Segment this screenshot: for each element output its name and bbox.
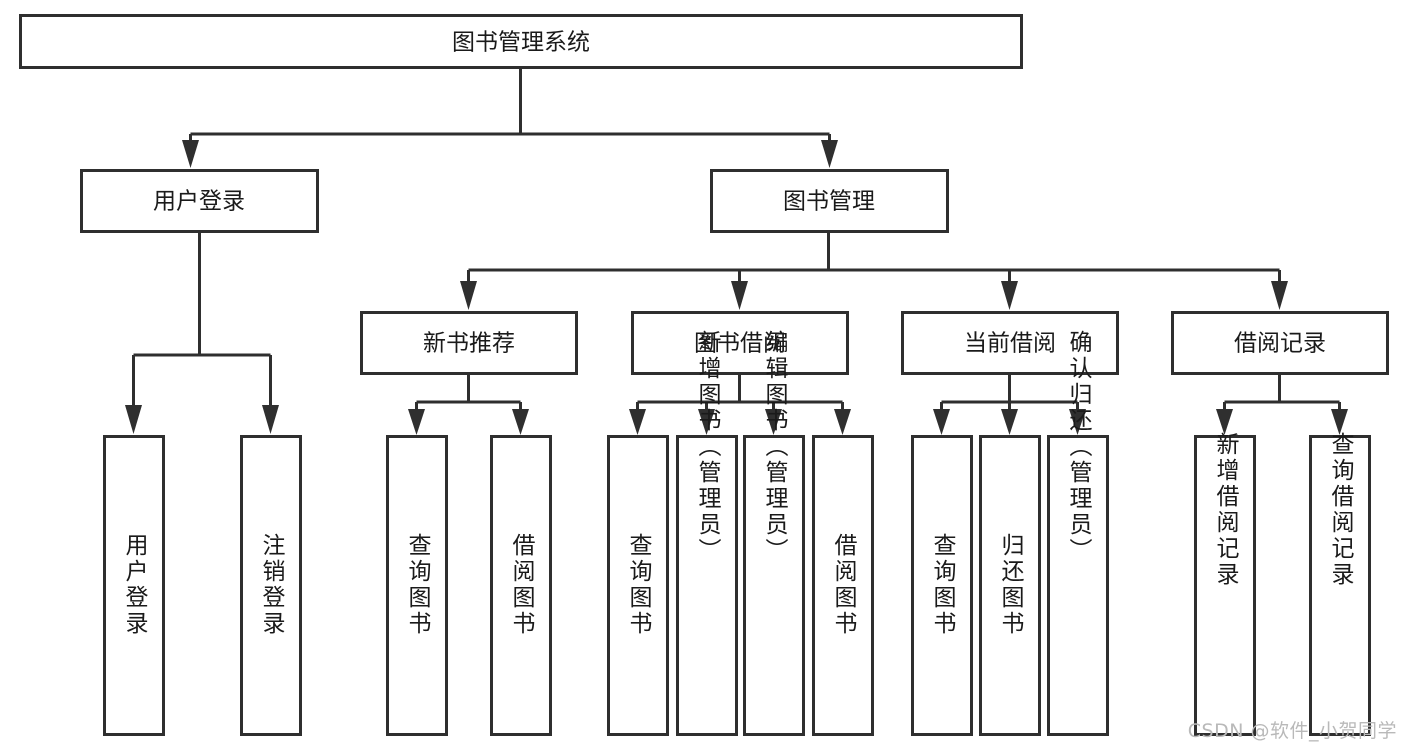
node-leaf-logout-label: 注销登录 (258, 533, 286, 637)
arrowhead-leaf-confirm-return (1069, 409, 1086, 435)
node-leaf-borrow-book-1-label: 借阅图书 (508, 533, 536, 637)
node-leaf-borrow-book-2[interactable]: 借阅图书 (812, 435, 874, 736)
node-borrow-record-box[interactable] (1171, 311, 1389, 375)
arrowhead-leaf-query-book-3 (933, 409, 950, 435)
arrowhead-leaf-query-book-1 (408, 409, 425, 435)
arrowhead-leaf-add-book (698, 409, 715, 435)
node-leaf-add-book-box[interactable] (676, 435, 738, 736)
node-leaf-query-book-2-label: 查询图书 (625, 533, 653, 637)
node-user-login-box[interactable] (80, 169, 319, 233)
node-borrow-record[interactable]: 借阅记录 (1171, 311, 1389, 375)
node-leaf-query-book-2[interactable]: 查询图书 (607, 435, 669, 736)
node-leaf-query-book-3[interactable]: 查询图书 (911, 435, 973, 736)
node-leaf-add-book[interactable]: 新增图书（管理员） (676, 330, 738, 736)
node-leaf-query-book-1[interactable]: 查询图书 (386, 435, 448, 736)
node-leaf-edit-book-box[interactable] (743, 435, 805, 736)
node-leaf-add-book-label: 新增图书（管理员） (694, 330, 722, 564)
node-current-borrow-label: 当前借阅 (964, 331, 1056, 357)
node-book-borrow-label: 图书借阅 (694, 331, 786, 357)
node-leaf-return-book-box[interactable] (979, 435, 1041, 736)
node-leaf-user-login[interactable]: 用户登录 (103, 435, 165, 736)
node-leaf-query-book-3-box[interactable] (911, 435, 973, 736)
node-leaf-query-record[interactable]: 查询借阅记录 (1309, 432, 1371, 736)
node-leaf-query-book-3-label: 查询图书 (929, 533, 957, 637)
node-new-book-recommend-box[interactable] (360, 311, 578, 375)
node-leaf-borrow-book-1[interactable]: 借阅图书 (490, 435, 552, 736)
node-leaf-return-book[interactable]: 归还图书 (979, 435, 1041, 736)
connector-layer (132, 68, 1341, 409)
node-borrow-record-label: 借阅记录 (1234, 331, 1326, 357)
node-user-login[interactable]: 用户登录 (80, 169, 319, 233)
arrowhead-leaf-borrow-book-2 (834, 409, 851, 435)
node-leaf-add-record-label: 新增借阅记录 (1212, 432, 1240, 588)
node-root[interactable]: 图书管理系统 (19, 14, 1023, 69)
node-leaf-borrow-book-1-box[interactable] (490, 435, 552, 736)
node-current-borrow[interactable]: 当前借阅 (901, 311, 1119, 375)
node-leaf-query-book-2-box[interactable] (607, 435, 669, 736)
node-leaf-borrow-book-2-box[interactable] (812, 435, 874, 736)
arrowhead-book-manage (821, 140, 838, 168)
arrowhead-leaf-edit-book (765, 409, 782, 435)
node-leaf-confirm-return-label: 确认归还（管理员） (1065, 330, 1093, 564)
arrowhead-new-book-recommend (460, 281, 477, 310)
arrowhead-leaf-user-login (125, 405, 142, 434)
node-leaf-confirm-return[interactable]: 确认归还（管理员） (1047, 330, 1109, 736)
arrowhead-leaf-query-book-2 (629, 409, 646, 435)
arrowhead-borrow-record (1271, 281, 1288, 310)
node-leaf-query-book-1-box[interactable] (386, 435, 448, 736)
node-leaf-edit-book[interactable]: 编辑图书（管理员） (743, 330, 805, 736)
arrowhead-leaf-add-record (1216, 409, 1233, 435)
node-leaf-add-record-box[interactable] (1194, 435, 1256, 736)
node-book-manage[interactable]: 图书管理 (710, 169, 949, 233)
node-root-label: 图书管理系统 (452, 30, 590, 56)
node-leaf-add-record[interactable]: 新增借阅记录 (1194, 432, 1256, 736)
arrowhead-book-borrow (731, 281, 748, 310)
node-leaf-query-record-label: 查询借阅记录 (1327, 432, 1355, 588)
arrowhead-current-borrow (1001, 281, 1018, 310)
arrowhead-user-login (182, 140, 199, 168)
node-leaf-user-login-label: 用户登录 (121, 533, 149, 637)
node-leaf-logout-box[interactable] (240, 435, 302, 736)
arrowhead-leaf-borrow-book-1 (512, 409, 529, 435)
node-leaf-logout[interactable]: 注销登录 (240, 435, 302, 736)
arrowhead-leaf-logout (262, 405, 279, 434)
node-book-borrow[interactable]: 图书借阅 (631, 311, 849, 375)
node-new-book-recommend-label: 新书推荐 (423, 331, 515, 357)
arrowhead-leaf-return-book (1001, 409, 1018, 435)
node-leaf-confirm-return-box[interactable] (1047, 435, 1109, 736)
node-book-manage-box[interactable] (710, 169, 949, 233)
node-current-borrow-box[interactable] (901, 311, 1119, 375)
node-book-manage-label: 图书管理 (783, 189, 875, 215)
arrowhead-layer (125, 140, 1348, 435)
node-book-borrow-box[interactable] (631, 311, 849, 375)
node-leaf-edit-book-label: 编辑图书（管理员） (761, 330, 789, 564)
node-new-book-recommend[interactable]: 新书推荐 (360, 311, 578, 375)
node-leaf-query-record-box[interactable] (1309, 435, 1371, 736)
node-leaf-user-login-box[interactable] (103, 435, 165, 736)
node-leaf-return-book-label: 归还图书 (997, 533, 1025, 637)
node-user-login-label: 用户登录 (153, 189, 245, 215)
node-leaf-query-book-1-label: 查询图书 (404, 533, 432, 637)
node-leaf-borrow-book-2-label: 借阅图书 (830, 533, 858, 637)
arrowhead-leaf-query-record (1331, 409, 1348, 435)
node-root-box[interactable] (19, 14, 1023, 69)
